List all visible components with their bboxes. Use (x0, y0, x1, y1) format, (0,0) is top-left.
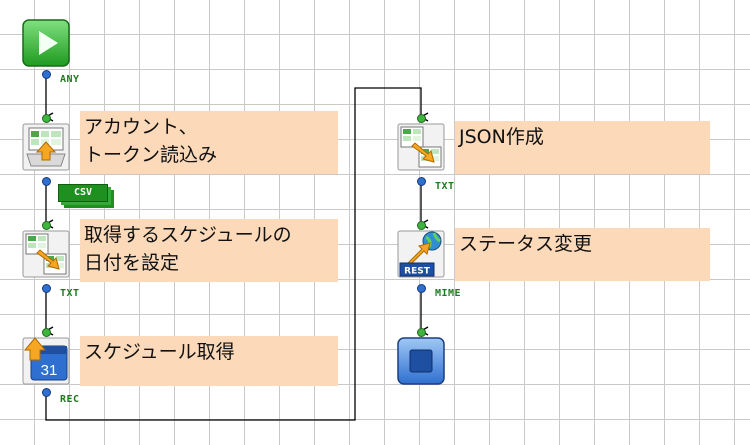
json-out-port[interactable] (417, 177, 426, 186)
spreadsheet-transform-icon (22, 230, 70, 278)
start-node[interactable] (21, 18, 71, 68)
set-date-label: 取得するスケジュールの 日付を設定 (80, 219, 338, 282)
calendar-icon: 31 (22, 337, 70, 385)
setdate-in-port[interactable] (42, 221, 51, 230)
schedule-out-port[interactable] (42, 388, 51, 397)
port-label-mime: MIME (435, 288, 462, 299)
status-out-port[interactable] (417, 284, 426, 293)
get-schedule-node[interactable]: 31 (21, 336, 71, 386)
status-change-node[interactable]: REST (396, 229, 446, 279)
rest-globe-icon: REST (397, 230, 445, 278)
stop-icon (397, 337, 445, 385)
rest-badge-text: REST (404, 267, 431, 277)
read-out-port[interactable] (42, 177, 51, 186)
port-label-rec: REC (60, 394, 80, 405)
set-date-node[interactable] (21, 229, 71, 279)
get-schedule-label: スケジュール取得 (80, 336, 338, 386)
end-node[interactable] (396, 336, 446, 386)
port-label-txt-left: TXT (60, 288, 80, 299)
read-token-label: アカウント、 トークン読込み (80, 111, 338, 174)
end-in-port[interactable] (417, 328, 426, 337)
port-label-csv: CSV (58, 184, 108, 202)
status-change-label: ステータス変更 (455, 228, 710, 281)
play-icon (22, 19, 70, 67)
status-in-port[interactable] (417, 221, 426, 230)
json-create-label: JSON作成 (455, 121, 710, 174)
json-create-node[interactable] (396, 122, 446, 172)
file-read-icon (22, 123, 70, 171)
spreadsheet-transform-icon (397, 123, 445, 171)
read-in-port[interactable] (42, 114, 51, 123)
port-label-any: ANY (60, 74, 80, 85)
calendar-day-text: 31 (41, 362, 58, 379)
read-token-node[interactable] (21, 122, 71, 172)
setdate-out-port[interactable] (42, 284, 51, 293)
schedule-in-port[interactable] (42, 328, 51, 337)
port-label-txt-right: TXT (435, 181, 455, 192)
json-in-port[interactable] (417, 114, 426, 123)
start-out-port[interactable] (42, 70, 51, 79)
